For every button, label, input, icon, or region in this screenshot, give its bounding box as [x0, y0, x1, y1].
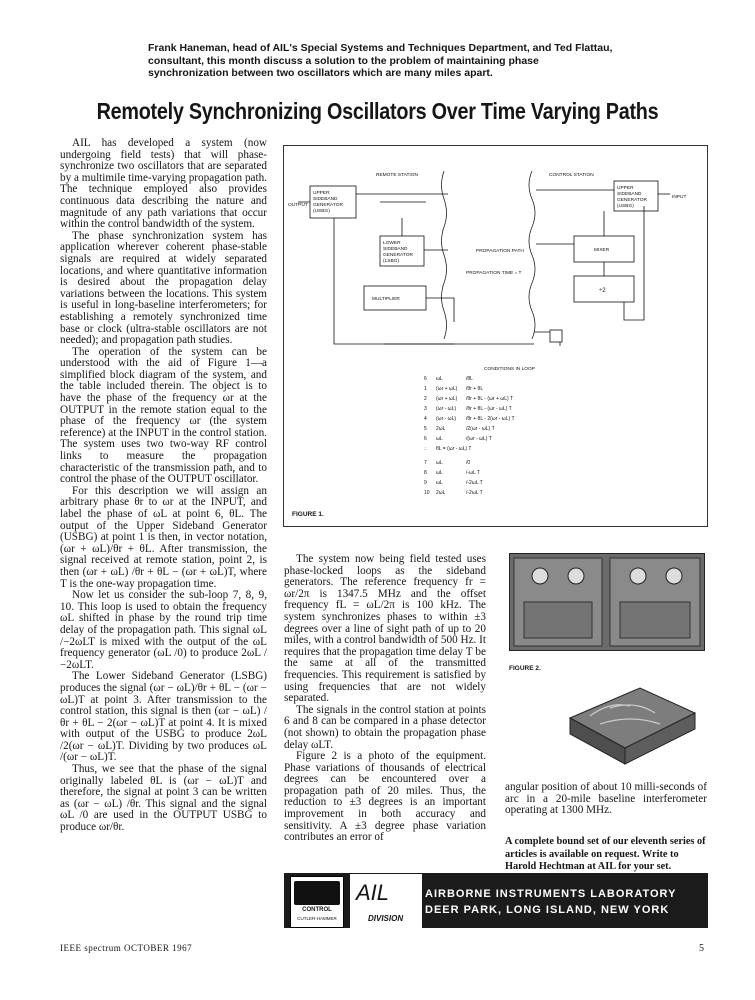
output-label: OUTPUT — [288, 202, 308, 208]
logo-control-text: CONTROL — [302, 907, 332, 913]
paragraph: angular position of about 10 milli-secon… — [505, 781, 707, 817]
equipment-photo-top — [509, 553, 705, 651]
cond-phase: /-ωL T — [466, 470, 480, 476]
page-number: 5 — [699, 943, 704, 954]
divider-label: ÷2 — [599, 288, 606, 294]
reprint-note: A complete bound set of our eleventh ser… — [505, 836, 706, 872]
ail-wordmark: AIL — [356, 880, 390, 905]
paragraph: The operation of the system can be under… — [60, 345, 267, 486]
paragraph: For this description we will assign an a… — [60, 484, 267, 590]
logo-company-text: CUTLER-HAMMER — [297, 916, 337, 921]
figure-2-caption: FIGURE 2. — [509, 665, 541, 672]
cond-point: 1 — [424, 386, 427, 392]
cond-freq: θL = (ωr - ωL) T — [436, 446, 471, 452]
paragraph: The Lower Sideband Generator (LSBG) prod… — [60, 670, 267, 764]
propagation-time-label: PROPAGATION TIME = T — [466, 270, 522, 276]
figure-1-caption: FIGURE 1. — [292, 511, 324, 518]
intro-text: Frank Haneman, head of AIL's Special Sys… — [148, 42, 613, 79]
paragraph: Now let us consider the sub-loop 7, 8, 9… — [60, 589, 267, 671]
cond-phase: /(ωr - ωL) T — [466, 436, 492, 442]
cond-phase: /θr + θL - (ωr - ωL) T — [466, 406, 512, 412]
cond-phase: /θr + θL — [466, 386, 483, 392]
figure-1: REMOTE STATION CONTROL STATION UPPER SID… — [283, 145, 708, 527]
cutler-hammer-logo: CONTROL CUTLER-HAMMER — [290, 876, 344, 928]
cond-phase: /0 — [466, 460, 470, 466]
lsbg-l3: GENERATOR — [383, 252, 413, 258]
cond-freq: ωL — [436, 470, 443, 476]
conditions-title: CONDITIONS IN LOOP — [484, 366, 535, 372]
column-1: AIL has developed a system (now undergoi… — [60, 137, 267, 834]
cond-phase: /-2ωL T — [466, 480, 483, 486]
cond-point: 3 — [424, 406, 427, 412]
cond-point: 6 — [424, 376, 427, 382]
paragraph: The system now being field tested uses p… — [284, 553, 486, 705]
usbg-remote-l4: (USBG) — [313, 208, 330, 214]
paragraph: AIL has developed a system (now undergoi… — [60, 137, 267, 231]
usbg-control-l3: GENERATOR — [617, 197, 647, 203]
block-diagram: REMOTE STATION CONTROL STATION UPPER SID… — [288, 170, 686, 518]
cond-freq: 2ωL — [436, 426, 446, 432]
cond-freq: (ωr - ωL) — [436, 416, 456, 422]
cond-point: ∴ — [424, 446, 427, 452]
cond-phase: /θr + θL - (ωr + ωL) T — [466, 396, 513, 402]
lsbg-l4: (LSBG) — [383, 258, 399, 264]
usbg-control-l1: UPPER — [617, 185, 634, 191]
paragraph: The signals in the control station at po… — [284, 703, 486, 751]
usbg-remote-l3: GENERATOR — [313, 202, 343, 208]
cond-point: 10 — [424, 490, 430, 496]
cond-point: 2 — [424, 396, 427, 402]
cond-point: 8 — [424, 470, 427, 476]
chassis-image — [568, 687, 697, 765]
cond-freq: (ωr + ωL) — [436, 396, 458, 402]
cond-freq: ωL — [436, 436, 443, 442]
ad-line-2: DEER PARK, LONG ISLAND, NEW YORK — [425, 904, 670, 916]
control-station-label: CONTROL STATION — [549, 172, 594, 178]
cond-phase: /2(ωr - ωL) T — [466, 426, 495, 432]
multiplier-label: MULTIPLIER — [372, 296, 400, 302]
equipment-rack-image — [510, 554, 704, 650]
lsbg-l2: SIDEBAND — [383, 246, 408, 252]
cond-freq: ωL — [436, 460, 443, 466]
input-label: INPUT — [672, 194, 686, 200]
mixer-label: MIXER — [594, 247, 610, 253]
usbg-remote-l1: UPPER — [313, 190, 330, 196]
paragraph: Thus, we see that the phase of the signa… — [60, 763, 267, 834]
cond-freq: (ωr - ωL) — [436, 406, 456, 412]
cond-freq: (ωr + ωL) — [436, 386, 458, 392]
usbg-control-l2: SIDEBAND — [617, 191, 642, 197]
ail-logo: AIL DIVISION — [350, 874, 422, 928]
cond-point: 6 — [424, 436, 427, 442]
paragraph: Figure 2 is a photo of the equipment. Ph… — [284, 750, 486, 844]
ad-banner — [284, 873, 708, 928]
cond-freq: 2ωL — [436, 490, 446, 496]
article-headline: Remotely Synchronizing Oscillators Over … — [96, 98, 659, 124]
equipment-photo-bottom — [560, 678, 700, 768]
cond-phase: /-2ωL T — [466, 490, 483, 496]
ad-line-1: AIRBORNE INSTRUMENTS LABORATORY — [425, 888, 677, 900]
paragraph: The phase synchronization system has app… — [60, 229, 267, 347]
column-2: The system now being field tested uses p… — [284, 553, 486, 844]
usbg-remote-l2: SIDEBAND — [313, 196, 338, 202]
conditions-table: 6 ωL /θL 1 (ωr + ωL) /θr + θL 2 (ωr + ωL… — [424, 376, 515, 496]
remote-station-label: REMOTE STATION — [376, 172, 418, 178]
footer-journal: IEEE spectrum OCTOBER 1967 — [60, 943, 193, 953]
cond-point: 4 — [424, 416, 427, 422]
cond-point: 9 — [424, 480, 427, 486]
cond-freq: ωL — [436, 480, 443, 486]
column-3: angular position of about 10 milli-secon… — [505, 781, 707, 817]
cond-point: 7 — [424, 460, 427, 466]
cond-freq: ωL — [436, 376, 443, 382]
lsbg-l1: LOWER — [383, 240, 401, 246]
cond-point: 5 — [424, 426, 427, 432]
propagation-path-label: PROPAGATION PATH — [476, 248, 524, 254]
cond-phase: /θr + θL - 2(ωr - ωL) T — [466, 416, 515, 422]
division-label: DIVISION — [368, 914, 404, 923]
usbg-control-l4: (USBG) — [617, 203, 634, 209]
cond-phase: /θL — [466, 376, 473, 382]
